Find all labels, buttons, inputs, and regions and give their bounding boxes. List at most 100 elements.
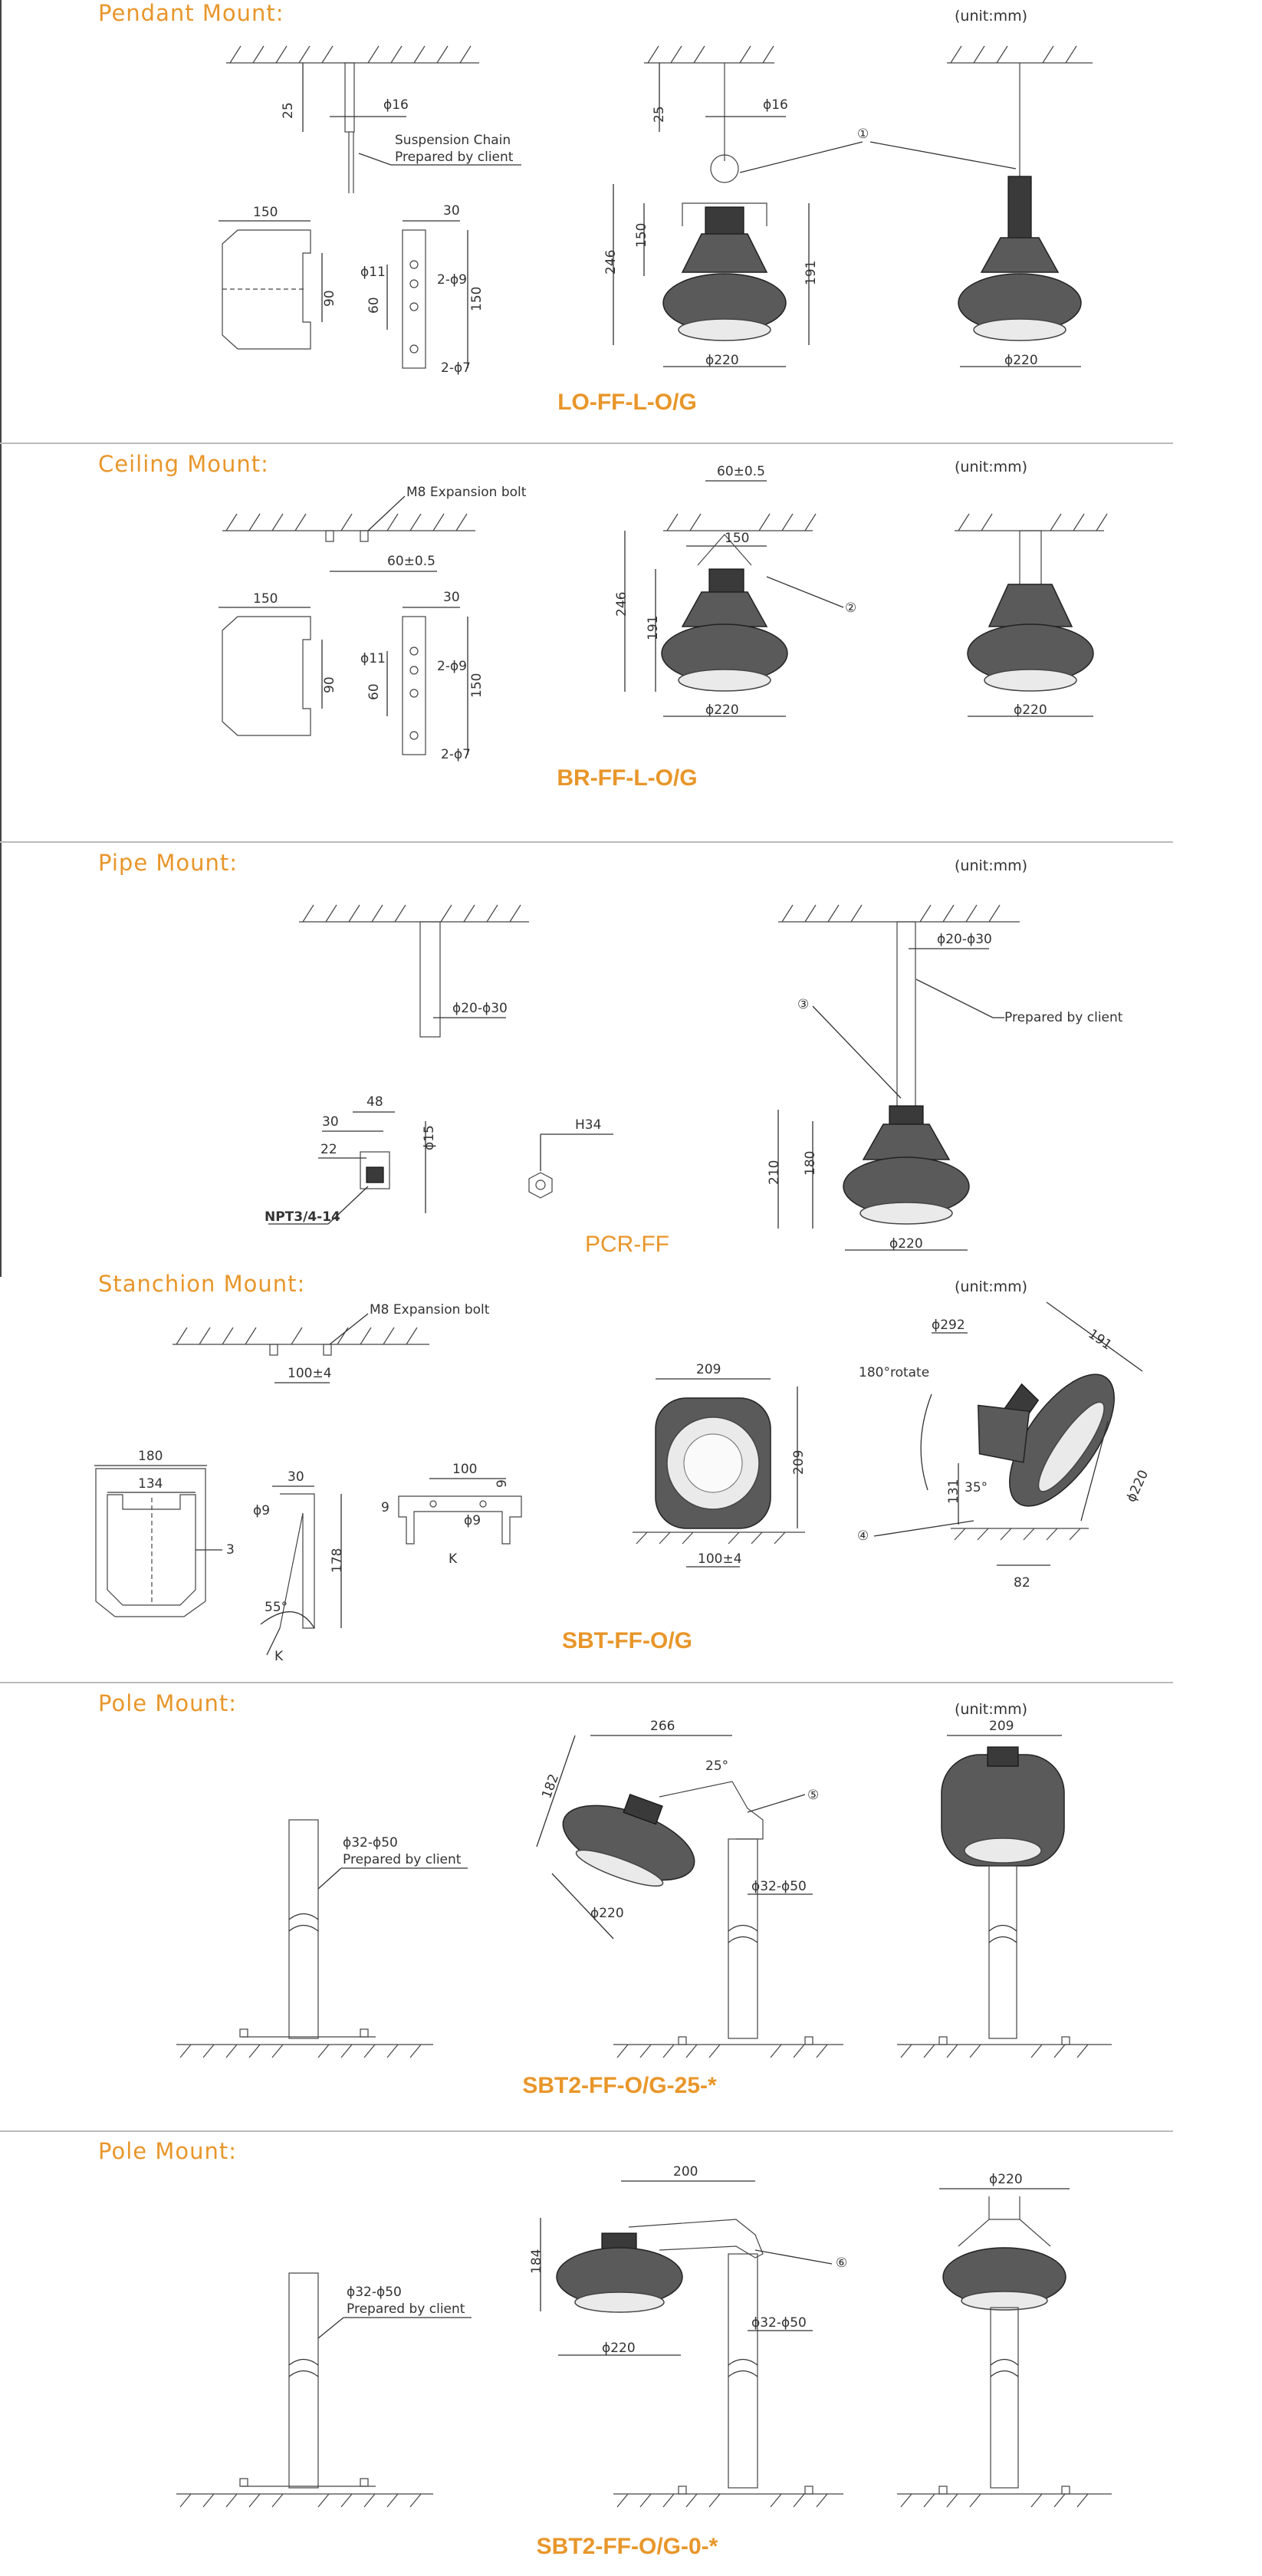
section-pendant-mount: Pendant Mount: (unit:mm) 25 ϕ16 Suspensi… [0, 0, 1181, 445]
pole-lamp-front [941, 1746, 1065, 1867]
dim-phi32-50: ϕ32-ϕ50 [347, 2285, 402, 2300]
label-suspension-chain: Suspension Chain [395, 133, 511, 148]
dim-phi16: ϕ16 [383, 97, 409, 113]
dim-150-vertical: 150 [469, 287, 485, 311]
label-k: K [274, 1649, 284, 1664]
label-180-rotate: 180°rotate [859, 1365, 929, 1380]
dim-phi32-50: ϕ32-ϕ50 [343, 1835, 398, 1851]
dim-90: 90 [322, 290, 337, 307]
dim-209-height: 209 [791, 1450, 807, 1475]
section-title: Ceiling Mount: [98, 451, 269, 477]
pipe [419, 921, 441, 1038]
section-stanchion-mount: Stanchion Mount: (unit:mm) M8 Expansion … [0, 1268, 1181, 1682]
dim-phi220: ϕ220 [602, 2341, 636, 2356]
eye-ring [710, 154, 739, 183]
dim-180: 180 [138, 1449, 163, 1464]
label-prepared-by-client: Prepared by client [347, 2301, 465, 2317]
dim-150: 150 [253, 591, 278, 607]
dim-184: 184 [529, 2249, 544, 2274]
dim-phi20-30-right: ϕ20-ϕ30 [937, 932, 992, 947]
callout-4: ④ [857, 1528, 869, 1544]
ceiling-bracket [697, 534, 752, 566]
callout-2: ② [845, 600, 856, 616]
callout-3: ③ [797, 997, 809, 1012]
dim-55-angle: 55° [265, 1600, 288, 1615]
dim-9-right: 9 [495, 1479, 510, 1488]
dim-82: 82 [1014, 1575, 1030, 1591]
ceiling-lamp-side [967, 530, 1094, 692]
label-m8-bolt: M8 Expansion bolt [370, 1302, 490, 1318]
dim-25-angle: 25° [705, 1758, 728, 1774]
section-pole-mount-0: Pole Mount: ϕ32-ϕ50 Prepared by client 2… [0, 2135, 1181, 2576]
model-name: SBT2-FF-O/G-25-* [522, 2073, 717, 2098]
pole-arm [659, 1781, 764, 1840]
divider-1 [0, 442, 1173, 444]
dim-3: 3 [226, 1542, 235, 1558]
unit-label: (unit:mm) [955, 8, 1028, 25]
dim-phi11: ϕ11 [360, 265, 386, 280]
pendant-lamp-side [958, 176, 1082, 341]
stanchion-lamp-ghost [978, 1404, 1030, 1463]
pole-middle [728, 2253, 758, 2489]
pole-left [176, 2272, 433, 2508]
unit-label: (unit:mm) [955, 1701, 1028, 1718]
dim-22: 22 [320, 1142, 337, 1157]
section-title: Pole Mount: [98, 1690, 237, 1716]
pole-arm [628, 2219, 764, 2259]
dim-246: 246 [614, 592, 629, 617]
dim-phi20-30: ϕ20-ϕ30 [452, 1001, 508, 1016]
unit-label: (unit:mm) [955, 857, 1028, 874]
suspension-chain [348, 132, 354, 193]
label-prepared-by-client: Prepared by client [343, 1852, 462, 1867]
label-npt: NPT3/4-14 [265, 1209, 340, 1225]
model-name: BR-FF-L-O/G [557, 765, 698, 791]
dim-phi220: ϕ220 [590, 1906, 624, 1921]
dim-phi9: ϕ9 [253, 1503, 270, 1518]
pole-left [176, 1819, 433, 2058]
bracket-side-view: 30 ϕ11 60 150 2-ϕ9 2-ϕ7 [360, 203, 485, 376]
model-name: PCR-FF [585, 1232, 669, 1257]
dim-phi220-side: ϕ220 [1004, 353, 1038, 368]
pole-lamp-front-mid [556, 2232, 683, 2313]
dim-phi220-top: ϕ220 [989, 2172, 1023, 2187]
pole-lamp-side-right [942, 2196, 1066, 2311]
dim-209-width: 209 [696, 1362, 721, 1377]
dim-phi9-bracket: ϕ9 [464, 1513, 481, 1528]
section-pipe-mount: Pipe Mount: (unit:mm) ϕ20-ϕ30 48 30 22 ϕ… [0, 845, 1181, 1263]
label-prepared-by-client: Prepared by client [395, 150, 514, 165]
dim-100-base: 100±4 [698, 1551, 742, 1567]
dim-30: 30 [288, 1469, 304, 1485]
ceiling-lamp-front [661, 568, 788, 692]
dim-h34: H34 [575, 1117, 601, 1133]
ceiling-hatch-right [644, 45, 1093, 64]
pipe-mount-diagram: ϕ20-ϕ30 48 30 22 ϕ15 NPT3/4-14 H34 ϕ [265, 904, 1123, 1252]
dim-209: 209 [989, 1719, 1014, 1734]
dim-phi32-50-right: ϕ32-ϕ50 [751, 2315, 807, 2331]
pole-right [988, 1865, 1017, 2039]
bracket-plate-top-view: 150 90 [219, 205, 337, 350]
stanchion-bracket: 100 9 9 ϕ9 K [381, 1462, 522, 1567]
pole-mount-25-diagram: ϕ32-ϕ50 Prepared by client 266 182 25° ⑤… [176, 1719, 1112, 2058]
dim-150-lamp: 150 [634, 223, 649, 248]
dim-phi16-right: ϕ16 [763, 97, 788, 113]
callout-5: ⑤ [807, 1788, 819, 1803]
dim-9-left: 9 [381, 1500, 389, 1515]
stanchion-lamp-front [655, 1397, 771, 1529]
hex-nut: H34 [528, 1117, 613, 1199]
label-m8-bolt: M8 Expansion bolt [406, 485, 527, 500]
left-border-line [0, 0, 2, 1277]
pendant-mount-diagram: 25 ϕ16 Suspension Chain Prepared by clie… [219, 45, 1093, 376]
section-title: Stanchion Mount: [98, 1271, 306, 1297]
ceiling-hatch [226, 45, 479, 64]
dim-phi15: ϕ15 [422, 1125, 437, 1150]
pipe-lamp [843, 1105, 970, 1225]
hanging-bracket [682, 202, 767, 226]
unit-label: (unit:mm) [955, 1278, 1028, 1295]
dim-150: 150 [253, 205, 278, 220]
dim-phi32-50-right: ϕ32-ϕ50 [751, 1879, 807, 1894]
label-k-bracket: K [449, 1551, 458, 1567]
pole-right [990, 2307, 1019, 2489]
dim-150-vertical: 150 [469, 673, 485, 698]
dim-60-spacing: 60±0.5 [387, 554, 435, 569]
dim-246: 246 [603, 250, 619, 275]
